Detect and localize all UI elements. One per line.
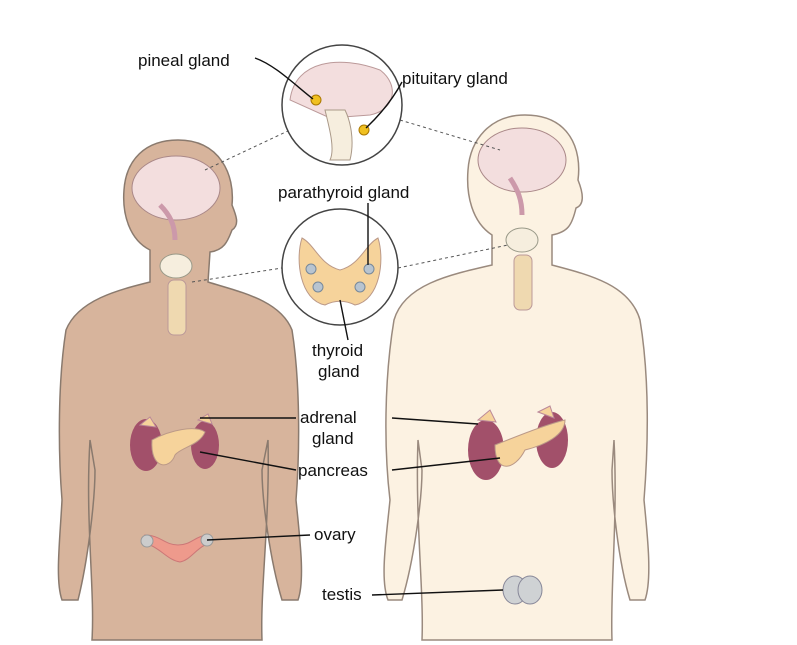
label-ovary: ovary [314,525,356,544]
leader-lines [199,57,504,596]
label-thyroid-line1: thyroid [312,341,363,360]
female-kidney-right [191,421,219,469]
label-pituitary-gland: pituitary gland [402,69,508,88]
label-testis: testis [322,585,362,604]
label-parathyroid-gland: parathyroid gland [278,183,409,202]
thyroid-inset [191,208,509,326]
brain-inset [204,44,501,171]
male-kidney-left [468,420,504,480]
male-pancreas [494,419,566,467]
label-thyroid-line2: gland [318,362,360,381]
female-body [57,139,303,641]
female-thyroid [159,253,193,279]
male-thyroid [505,227,539,253]
label-adrenal-line1: adrenal [300,408,357,427]
label-pineal-gland: pineal gland [138,51,230,70]
male-adrenal [476,405,555,423]
female-adrenal [138,413,213,428]
female-brain [131,155,221,221]
pineal-gland-dot [310,94,322,106]
male-body [383,114,650,641]
label-pancreas: pancreas [298,461,368,480]
male-testis-right [517,575,543,605]
female-pancreas [151,428,206,466]
male-brain [477,127,567,193]
male-trachea [513,254,533,311]
female-trachea [167,279,187,336]
label-adrenal-line2: gland [312,429,354,448]
